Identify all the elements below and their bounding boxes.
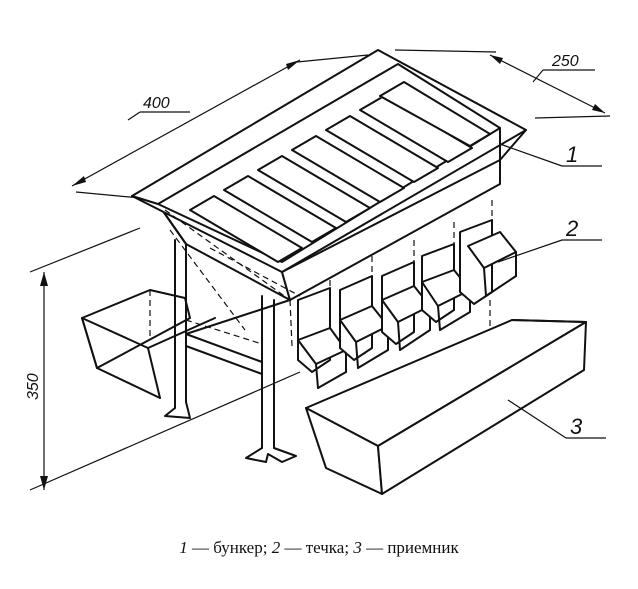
caption-number-2: 2 — [271, 538, 281, 557]
callout-1: 1 — [499, 142, 602, 167]
callout-3-label: 3 — [570, 414, 583, 439]
dimension-400: 400 — [71, 54, 369, 199]
grate-bars — [189, 81, 491, 263]
caption-number-1: 1 — [179, 538, 188, 557]
caption-text-2: — течка; — [280, 538, 354, 557]
dimension-350: 350 — [25, 227, 301, 491]
hopper — [131, 49, 527, 347]
right-receiver — [305, 319, 587, 495]
chutes — [297, 200, 517, 389]
dimension-250-label: 250 — [551, 53, 579, 70]
dimension-250: 250 — [394, 49, 611, 119]
caption-number-3: 3 — [353, 538, 362, 557]
figure-caption: 1 — бункер; 2 — течка; 3 — приемник — [0, 538, 638, 558]
left-receiver — [81, 289, 216, 399]
callout-2-label: 2 — [565, 216, 578, 241]
caption-text-1: — бункер; — [187, 538, 272, 557]
callout-3: 3 — [507, 399, 606, 439]
dimension-400-label: 400 — [143, 95, 170, 112]
support-frame — [164, 239, 297, 463]
dimension-350-label: 350 — [25, 373, 42, 400]
callout-1-label: 1 — [566, 142, 578, 167]
callout-2: 2 — [497, 216, 602, 263]
caption-text-3: — приемник — [361, 538, 459, 557]
